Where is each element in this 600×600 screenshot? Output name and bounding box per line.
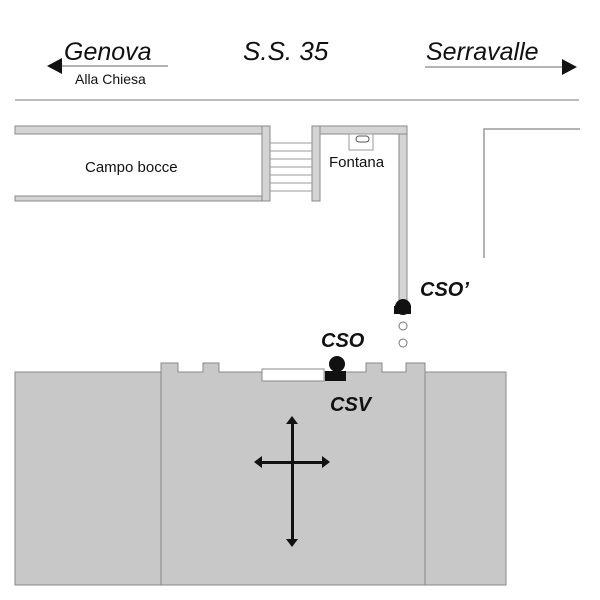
property-line [483, 128, 580, 258]
campo-bocce-label: Campo bocce [85, 159, 178, 176]
cso-prime-marker-icon [395, 299, 411, 315]
cemetery [14, 362, 507, 586]
small-circle-icon [398, 338, 408, 348]
alla-chiesa-label: Alla Chiesa [75, 71, 146, 87]
bocce-court [14, 125, 408, 307]
fountain-icon [348, 133, 374, 151]
genova-label: Genova [64, 38, 152, 66]
arrow-left-icon [47, 58, 62, 74]
csv-marker-icon [325, 371, 346, 381]
stairs [270, 142, 312, 192]
road-name-label: S.S. 35 [243, 36, 329, 66]
small-circle-icon [398, 321, 408, 331]
cross-icon [254, 416, 330, 547]
csv-label: CSV [330, 394, 373, 416]
cso-marker-icon [329, 356, 345, 372]
fontana-label: Fontana [329, 154, 385, 171]
entrance-gate [261, 368, 325, 382]
cso-label: CSO [321, 330, 365, 352]
arrow-right-icon [562, 59, 577, 75]
serravalle-label: Serravalle [426, 38, 539, 66]
cso-prime-label: CSO’ [420, 279, 469, 301]
